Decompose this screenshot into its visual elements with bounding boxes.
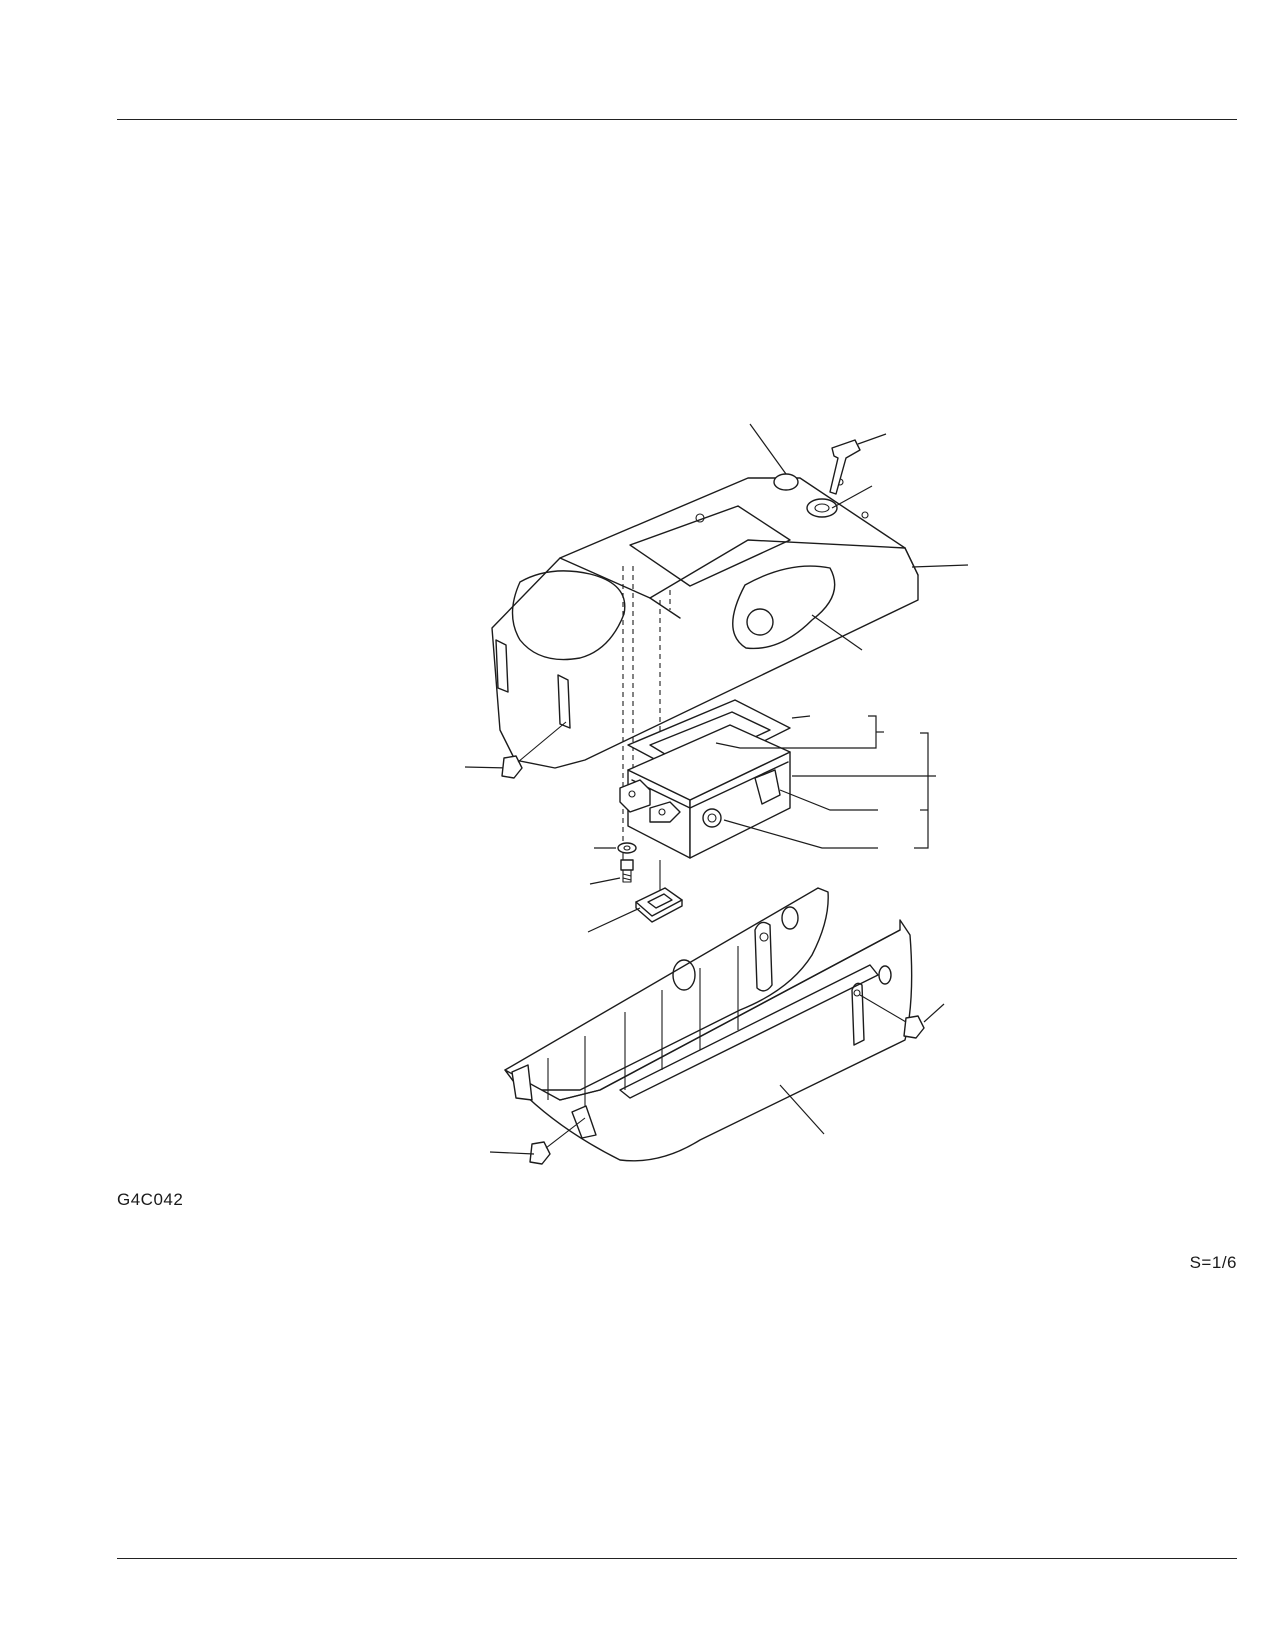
rubber-grommet <box>635 887 683 923</box>
part-leader-lines <box>489 423 969 1155</box>
ignition-key <box>829 439 861 495</box>
washer <box>617 842 637 854</box>
scale-label: S=1/6 <box>1189 1253 1237 1272</box>
screw-lower-left <box>529 1117 586 1165</box>
meter-box <box>619 724 791 859</box>
screw-lower-right <box>859 994 925 1039</box>
screw-left-upper <box>464 721 567 779</box>
lower-under-cover <box>504 887 913 1162</box>
footer-rule <box>117 1558 1237 1559</box>
figure-code: G4C042 <box>117 1190 184 1209</box>
upper-console-cover <box>491 473 919 769</box>
header-rule <box>117 119 1237 120</box>
hex-bolt <box>620 859 634 883</box>
